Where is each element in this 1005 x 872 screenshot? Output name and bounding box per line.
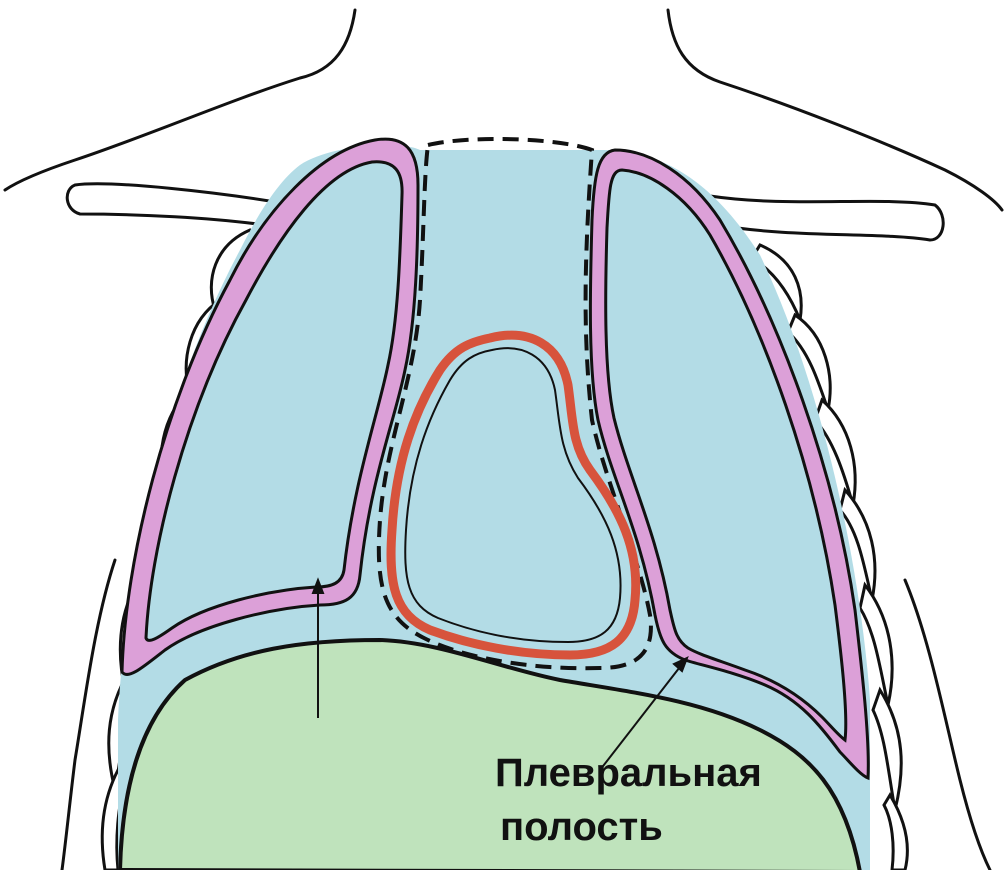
pleural-cavity-label-line2: полость: [500, 805, 663, 849]
neck-right: [668, 10, 1002, 210]
arm-right-inner: [905, 580, 990, 870]
pleural-cavity-label-line1: Плевральная: [495, 751, 762, 795]
neck-left: [5, 10, 355, 190]
